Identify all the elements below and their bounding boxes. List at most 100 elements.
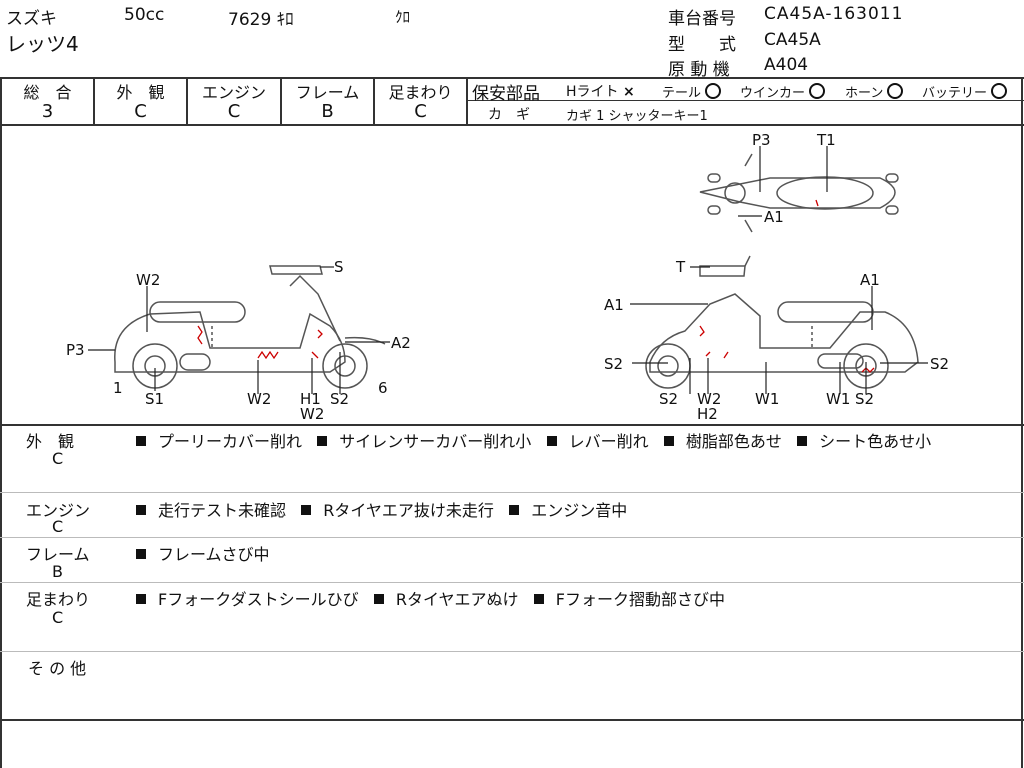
label-w2: W2 <box>247 390 272 408</box>
damage-marks <box>197 199 875 373</box>
label-w2: W2 <box>136 271 161 289</box>
bullet-icon <box>533 594 544 604</box>
engine-value: A404 <box>764 55 809 75</box>
divider <box>0 492 1024 493</box>
battery-status: バッテリー <box>922 82 1008 101</box>
notes-frame-grade: B <box>52 562 63 581</box>
bullet-icon <box>509 505 520 515</box>
exterior-label: 外 観 <box>116 83 165 102</box>
label-1: 1 <box>113 379 123 397</box>
engine-grade: C <box>227 101 241 122</box>
notes-engine-items: 走行テスト未確認 Rタイヤエア抜け未走行 エンジン音中 <box>136 497 627 521</box>
bullet-icon <box>546 436 557 446</box>
winker-status: ウインカー <box>740 82 826 101</box>
type-label: 型 式 <box>668 35 736 55</box>
scooter-diagram <box>88 146 928 394</box>
bullet-icon <box>136 505 146 515</box>
divider <box>0 424 1024 426</box>
exterior-grade: C <box>134 101 147 122</box>
suspension-grade-label: 足まわり <box>388 83 453 102</box>
total-label: 総 合 <box>23 83 72 102</box>
label-t: T <box>676 258 686 276</box>
top-view-scooter-outline <box>699 153 899 233</box>
bullet-icon <box>136 549 146 559</box>
label-p3: P3 <box>66 341 85 359</box>
frame-no: CA45A-163011 <box>764 4 904 24</box>
divider <box>466 100 1024 101</box>
bullet-icon <box>136 594 146 604</box>
bullet-icon <box>663 436 674 446</box>
label-6: 6 <box>378 379 388 397</box>
divider <box>466 77 468 125</box>
divider <box>0 582 1024 583</box>
divider <box>0 537 1024 538</box>
label-h1: H1 <box>300 390 321 408</box>
divider <box>0 651 1024 652</box>
label-a1-top: A1 <box>764 208 784 226</box>
horn-status: ホーン <box>845 82 904 101</box>
battery-ok-icon <box>991 83 1008 99</box>
bullet-icon <box>301 505 312 515</box>
headlight-cross-icon: × <box>622 84 635 100</box>
border-right <box>1021 77 1023 768</box>
bullet-icon <box>136 436 146 446</box>
total-grade: 3 <box>41 101 54 122</box>
model-name: レッツ4 <box>6 32 79 56</box>
suspension-grade: C <box>414 101 427 122</box>
notes-other-label: そ の 他 <box>28 659 87 678</box>
label-w2: W2 <box>697 390 722 408</box>
label-a1: A1 <box>860 271 880 289</box>
winker-ok-icon <box>809 83 826 99</box>
divider <box>373 77 375 125</box>
label-s2: S2 <box>855 390 875 408</box>
notes-suspension-label: 足まわり <box>26 590 91 609</box>
notes-exterior-items: プーリーカバー削れ サイレンサーカバー削れ小 レバー削れ 樹脂部色あせ シート色… <box>136 428 931 452</box>
leader-lines <box>88 146 928 394</box>
frame-grade: B <box>321 101 334 122</box>
notes-frame-items: フレームさび中 <box>136 541 270 565</box>
notes-exterior-grade: C <box>52 449 64 468</box>
label-p3-top: P3 <box>752 131 771 149</box>
label-h2: H2 <box>697 405 718 423</box>
key-value: カギ 1 シャッターキー1 <box>566 109 708 124</box>
label-a2: A2 <box>391 334 411 352</box>
notes-engine-grade: C <box>52 517 64 536</box>
tail-ok-icon <box>705 83 722 99</box>
notes-frame-label: フレーム <box>26 545 90 564</box>
safety-label: 保安部品 <box>472 84 540 104</box>
horn-ok-icon <box>887 83 904 99</box>
label-s2: S2 <box>930 355 950 373</box>
bullet-icon <box>797 436 808 446</box>
label-w1: W1 <box>826 390 851 408</box>
frame-grade-label: フレーム <box>295 83 360 102</box>
headlight-label: Hライト × <box>566 84 635 100</box>
engine-label: 原 動 機 <box>668 60 730 80</box>
label-s2: S2 <box>330 390 350 408</box>
tail-status: テール <box>662 82 722 101</box>
divider <box>280 77 282 125</box>
label-a1: A1 <box>604 296 624 314</box>
notes-suspension-items: Fフォークダストシールひび Rタイヤエアぬけ Fフォーク摺動部さび中 <box>136 586 725 610</box>
divider <box>0 77 1024 79</box>
maker: スズキ <box>6 9 57 29</box>
label-s2: S2 <box>604 355 624 373</box>
label-t1-top: T1 <box>817 131 836 149</box>
mileage: 7629 ｷﾛ <box>228 10 294 30</box>
frame-no-label: 車台番号 <box>668 9 736 29</box>
bullet-icon <box>317 436 328 446</box>
notes-suspension-grade: C <box>52 608 64 627</box>
engine-grade-label: エンジン <box>201 83 266 102</box>
border-left <box>0 77 2 768</box>
label-w2: W2 <box>300 405 325 423</box>
label-s: S <box>334 258 344 276</box>
displacement: 50cc <box>124 5 165 25</box>
key-label: カ ギ <box>488 107 530 123</box>
divider <box>0 719 1024 721</box>
divider <box>186 77 188 125</box>
label-s2: S2 <box>659 390 679 408</box>
color: ｸﾛ <box>395 8 411 26</box>
divider <box>0 124 1024 126</box>
notes-engine-label: エンジン <box>26 501 91 520</box>
label-s1: S1 <box>145 390 165 408</box>
notes-exterior-label: 外 観 <box>26 432 75 451</box>
